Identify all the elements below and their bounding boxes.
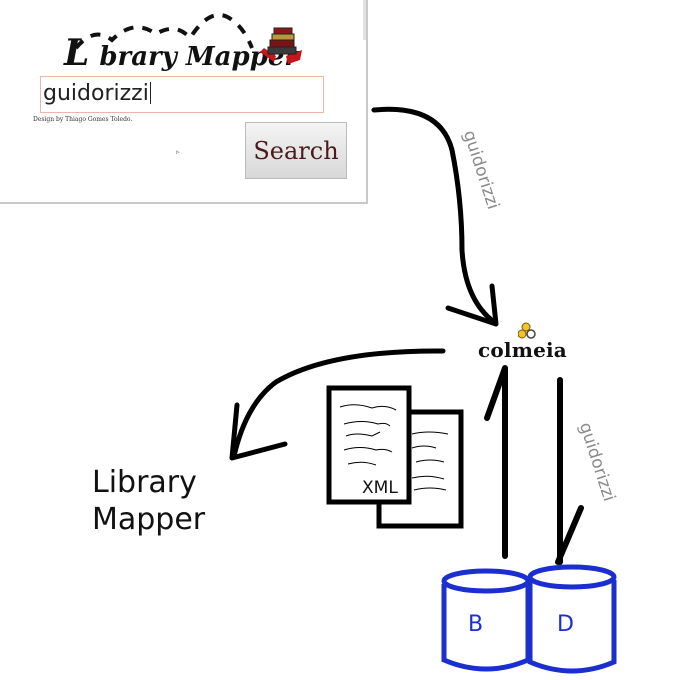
- design-credit: Design by Thiago Gomes Toledo.: [33, 116, 133, 123]
- db-response-arrowhead: [484, 365, 508, 421]
- database-d-label: D: [557, 612, 574, 637]
- colmeia-label: colmeia: [478, 338, 567, 362]
- database-b-icon: [441, 568, 531, 672]
- logo-dashes-graphic: [74, 13, 254, 50]
- db-query-arrowhead: [555, 505, 584, 565]
- scrollbar[interactable]: [363, 0, 366, 40]
- library-mapper-target: Library Mapper: [92, 464, 205, 538]
- search-input[interactable]: guidorizzi: [40, 76, 324, 113]
- query-arrowhead: [445, 283, 499, 327]
- database-b-label: B: [468, 612, 484, 637]
- target-line-1: Library: [92, 465, 197, 500]
- query-arrow: [371, 106, 497, 325]
- mouse-pointer-icon: ▹: [176, 148, 180, 156]
- database-d-icon: [527, 564, 617, 674]
- xml-documents-icon: [326, 385, 464, 529]
- books-icon: [260, 27, 302, 64]
- target-line-2: Mapper: [92, 502, 206, 537]
- result-arrowhead: [229, 402, 288, 461]
- result-arrow: [231, 348, 446, 459]
- colmeia-service: colmeia: [476, 322, 586, 366]
- xml-label: XML: [362, 478, 398, 498]
- text-caret: [149, 82, 151, 104]
- search-button[interactable]: Search: [245, 122, 347, 179]
- colmeia-hexagons-icon: [518, 322, 536, 339]
